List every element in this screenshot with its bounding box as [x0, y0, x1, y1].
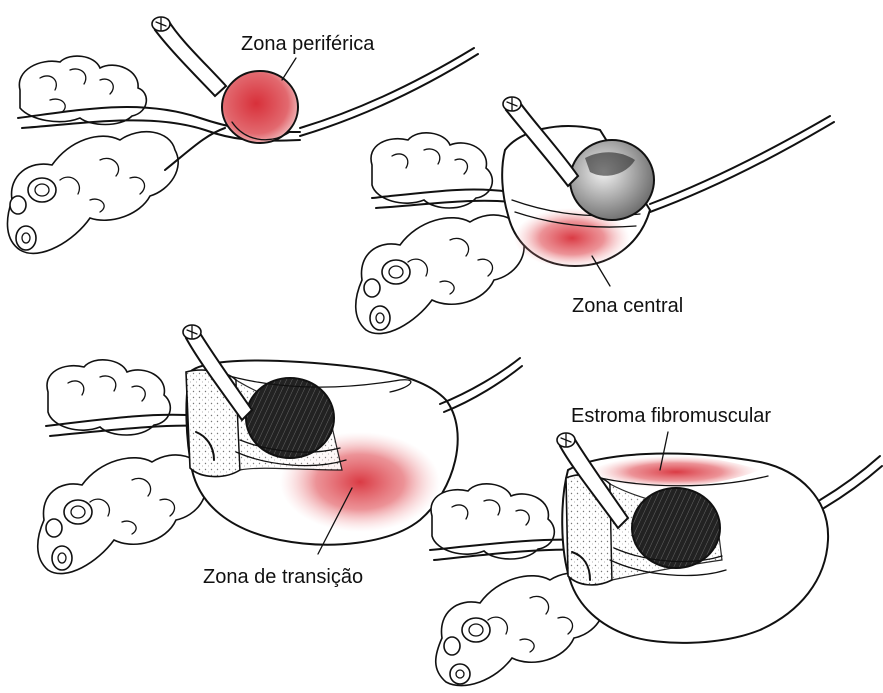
vas-ampulla-lower — [7, 132, 178, 254]
panel-fibromuscular-stroma — [430, 432, 882, 686]
vas-ampulla-lower-2 — [356, 215, 524, 334]
vas-ampulla-lower-3 — [38, 455, 206, 574]
label-peripheral-zone: Zona periférica — [241, 34, 374, 54]
seminal-vesicle-upper — [19, 56, 146, 124]
label-transition-zone: Zona de transição — [203, 567, 363, 587]
label-central-zone: Zona central — [572, 296, 683, 316]
peripheral-pointer — [282, 58, 296, 80]
peripheral-zone-highlight — [222, 71, 298, 143]
label-fibromuscular-stroma: Estroma fibromuscular — [571, 406, 771, 426]
